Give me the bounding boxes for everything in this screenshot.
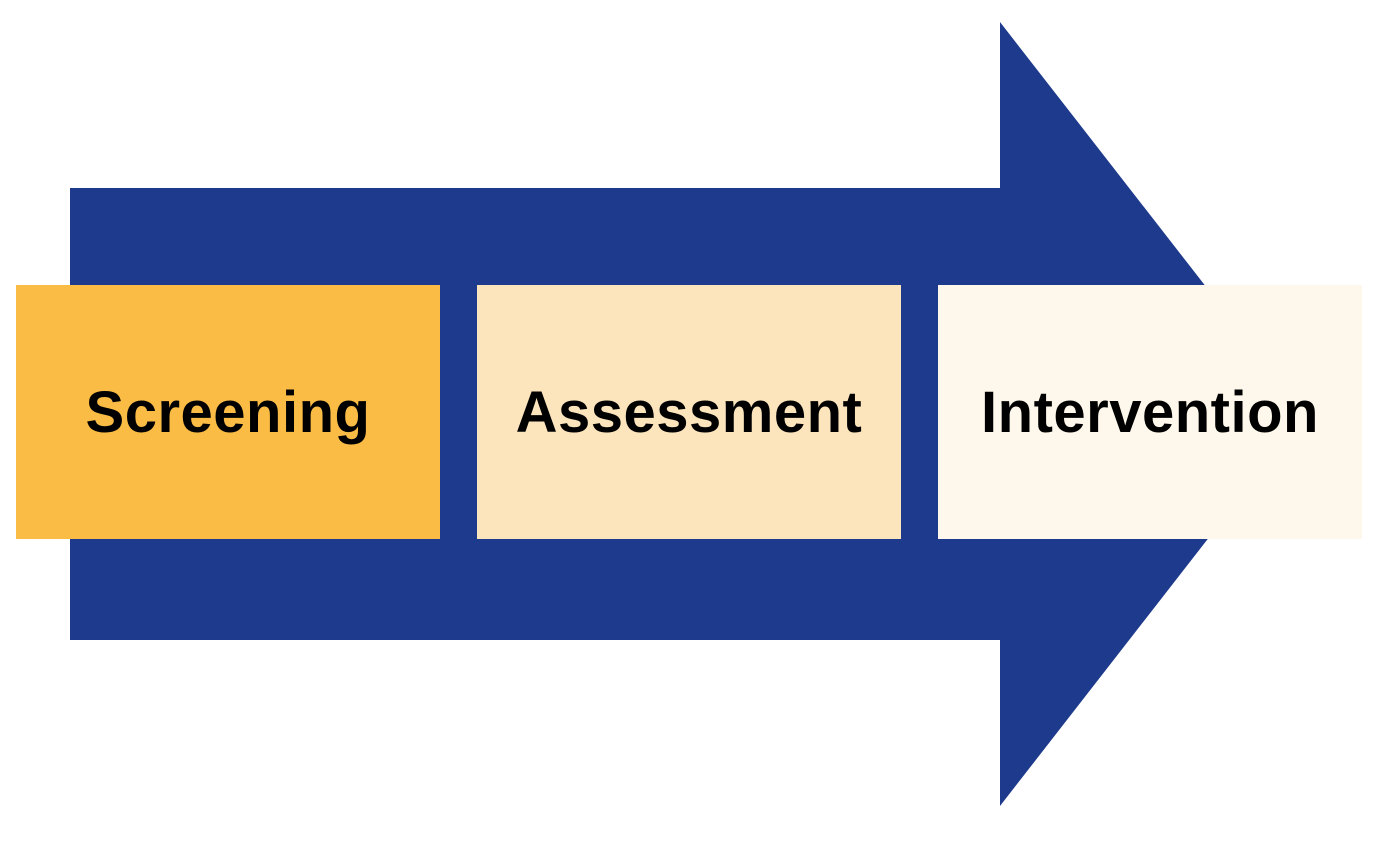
step-screening: Screening — [16, 285, 440, 539]
step-label: Assessment — [515, 379, 863, 445]
step-label: Screening — [85, 379, 371, 445]
step-assessment: Assessment — [477, 285, 901, 539]
step-intervention: Intervention — [938, 285, 1362, 539]
step-label: Intervention — [981, 379, 1319, 445]
